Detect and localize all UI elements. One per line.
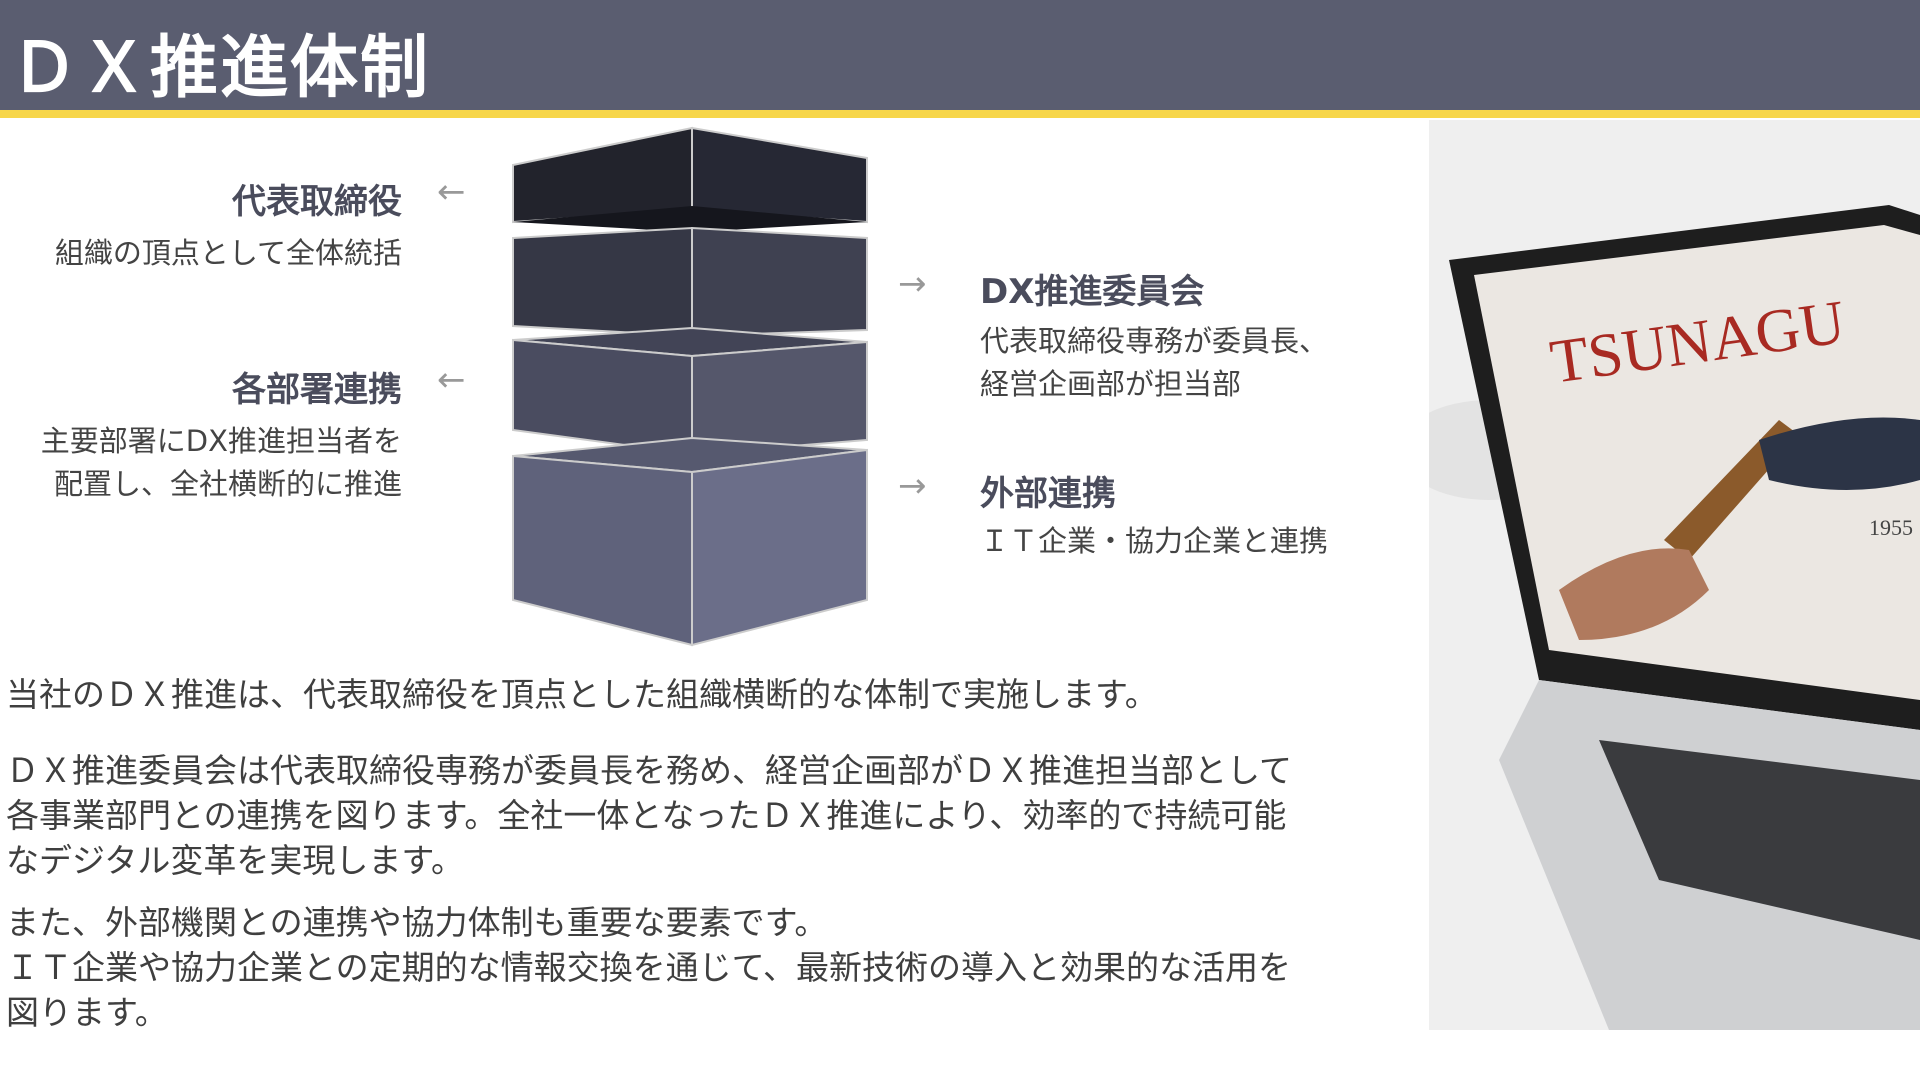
stack-layer-2	[512, 226, 868, 338]
desc-departments: 主要部署にDX推進担当者を配置し、全社横断的に推進	[40, 424, 402, 501]
paragraph-1: 当社のＤＸ推進は、代表取締役を頂点とした組織横断的な体制で実施します。	[6, 675, 1158, 714]
label-ceo: 代表取締役	[232, 182, 402, 222]
arrow-left-icon: ←	[437, 172, 466, 212]
paragraph-2: ＤＸ推進委員会は代表取締役専務が委員長を務め、経営企画部がＤＸ推進担当部として各…	[6, 751, 1293, 880]
arrow-left-icon: ←	[437, 360, 466, 400]
label-dx-committee: DX推進委員会	[980, 272, 1205, 312]
laptop-photo: TSUNAGU 1955	[1429, 120, 1920, 1030]
stack-layer-4	[512, 436, 868, 647]
stack-layer-3	[512, 326, 868, 456]
label-external: 外部連携	[980, 474, 1116, 514]
label-departments: 各部署連携	[232, 370, 402, 410]
page-title: ＤＸ推進体制	[10, 29, 431, 108]
desc-dx-committee: 代表取締役専務が委員長、経営企画部が担当部	[980, 324, 1329, 401]
arrow-right-icon: →	[898, 466, 927, 506]
screen-year: 1955	[1869, 515, 1913, 540]
header: ＤＸ推進体制	[0, 0, 1920, 110]
paragraph-3: また、外部機関との連携や協力体制も重要な要素です。ＩＴ企業や協力企業との定期的な…	[6, 903, 1292, 1032]
desc-ceo: 組織の頂点として全体統括	[54, 236, 402, 270]
desc-external: ＩＴ企業・協力企業と連携	[980, 524, 1329, 558]
layered-stack-diagram	[512, 126, 868, 647]
accent-bar	[0, 110, 1920, 118]
stack-layer-1	[512, 126, 868, 232]
arrow-right-icon: →	[898, 264, 927, 304]
